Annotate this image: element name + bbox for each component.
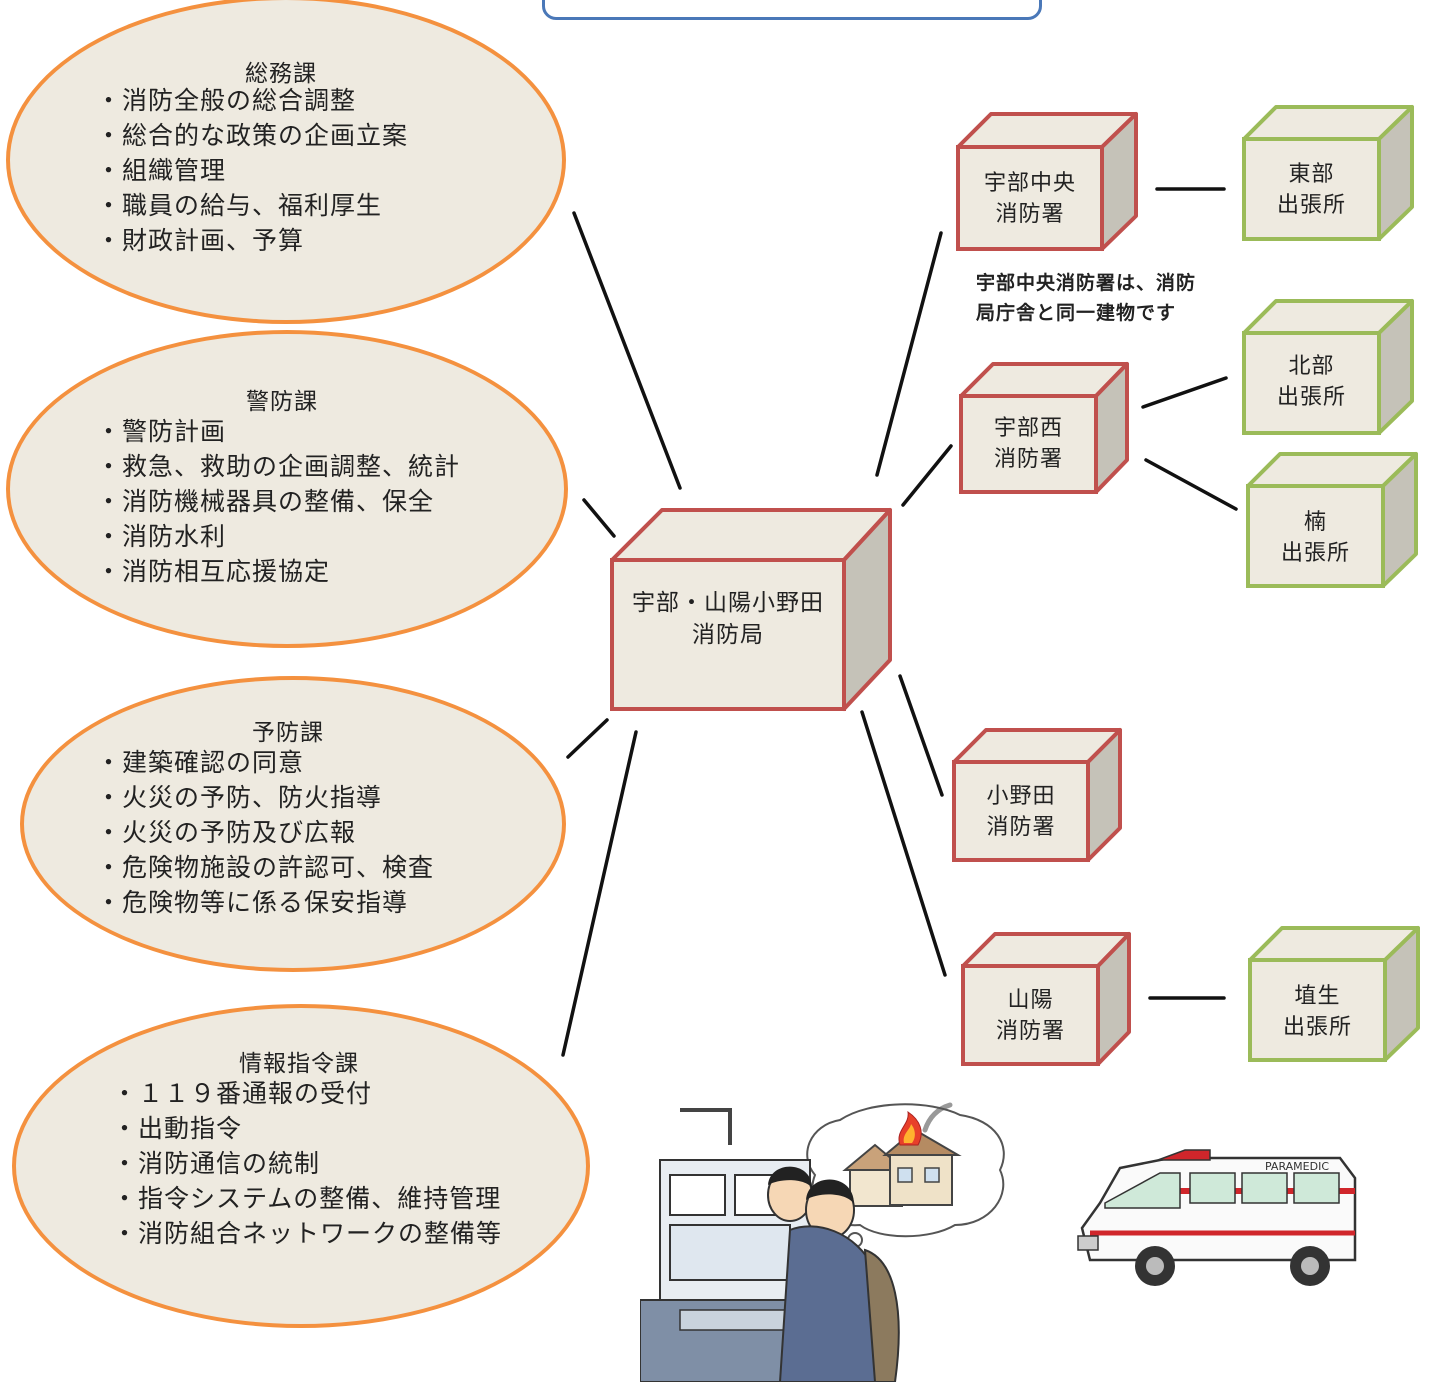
station-suffix: 消防署 [993, 447, 1063, 472]
section-title: 情報指令課 [239, 1051, 359, 1077]
title-box [542, 0, 1042, 20]
list-item: 組織管理 [96, 153, 408, 188]
section-items: 消防全般の総合調整 総合的な政策の企画立案 組織管理 職員の給与、福利厚生 財政… [96, 83, 408, 258]
section-soumu: 総務課 消防全般の総合調整 総合的な政策の企画立案 組織管理 職員の給与、福利厚… [6, 0, 566, 324]
branch-suffix: 出張所 [1276, 385, 1346, 410]
station-sanyo: 山陽 消防署 [960, 930, 1132, 1068]
cube-shape [610, 508, 892, 711]
station-label: 宇部中央 消防署 [958, 168, 1102, 230]
branch-name: 北部 [1288, 354, 1335, 379]
ambulance-label: PARAMEDIC [1265, 1160, 1329, 1173]
line-ube-nishi [901, 444, 953, 507]
list-item: 建築確認の同意 [96, 745, 434, 780]
section-items: １１９番通報の受付 出動指令 消防通信の統制 指令システムの整備、維持管理 消防… [112, 1076, 502, 1251]
cube-shape [961, 932, 1131, 1066]
branch-label: 埴生 出張所 [1250, 981, 1385, 1043]
list-item: 消防通信の統制 [112, 1146, 502, 1181]
line-yobou [566, 718, 609, 759]
branch-label: 北部 出張所 [1244, 351, 1379, 413]
cube-shape [1248, 926, 1420, 1062]
list-item: 危険物施設の許認可、検査 [96, 850, 434, 885]
list-item: 消防組合ネットワークの整備等 [112, 1216, 502, 1251]
section-items: 警防計画 救急、救助の企画調整、統計 消防機械器具の整備、保全 消防水利 消防相… [96, 414, 460, 589]
section-yobou: 予防課 建築確認の同意 火災の予防、防火指導 火災の予防及び広報 危険物施設の許… [20, 676, 566, 972]
branch-label: 楠 出張所 [1248, 507, 1383, 569]
station-suffix: 消防署 [995, 1019, 1065, 1044]
section-title: 警防課 [246, 389, 318, 415]
cube-shape [1246, 452, 1418, 588]
branch-hokubu: 北部 出張所 [1241, 298, 1415, 437]
line-ube-chuo [875, 231, 943, 477]
station-name: 山陽 [1007, 988, 1054, 1013]
section-shirei: 情報指令課 １１９番通報の受付 出動指令 消防通信の統制 指令システムの整備、維… [12, 1004, 590, 1328]
list-item: １１９番通報の受付 [112, 1076, 502, 1111]
list-item: 火災の予防及び広報 [96, 815, 434, 850]
cube-shape [1242, 105, 1414, 241]
section-items: 建築確認の同意 火災の予防、防火指導 火災の予防及び広報 危険物施設の許認可、検… [96, 745, 434, 920]
station-onoda: 小野田 消防署 [951, 726, 1123, 864]
branch-suffix: 出張所 [1282, 1015, 1352, 1040]
list-item: 財政計画、予算 [96, 223, 408, 258]
cube-shape [956, 112, 1138, 251]
headquarters-label: 宇部・山陽小野田 消防局 [612, 587, 844, 651]
station-label: 宇部西 消防署 [961, 413, 1096, 475]
note-text: 宇部中央消防署は、消防 局庁舎と同一建物です [976, 268, 1246, 328]
cube-shape [952, 728, 1122, 862]
note-line: 局庁舎と同一建物です [976, 302, 1177, 324]
branch-name: 東部 [1288, 162, 1335, 187]
line-kusunoki [1144, 458, 1238, 511]
line-onoda [898, 674, 944, 797]
section-keibou: 警防課 警防計画 救急、救助の企画調整、統計 消防機械器具の整備、保全 消防水利… [6, 330, 568, 648]
headquarters-suffix: 消防局 [692, 622, 764, 648]
list-item: 火災の予防、防火指導 [96, 780, 434, 815]
list-item: 指令システムの整備、維持管理 [112, 1181, 502, 1216]
station-ube-nishi: 宇部西 消防署 [958, 360, 1130, 496]
branch-tobu: 東部 出張所 [1241, 104, 1415, 243]
branch-kusunoki: 楠 出張所 [1245, 451, 1419, 590]
list-item: 職員の給与、福利厚生 [96, 188, 408, 223]
branch-suffix: 出張所 [1276, 193, 1346, 218]
cube-shape [1242, 299, 1414, 435]
list-item: 消防水利 [96, 519, 460, 554]
headquarters-box: 宇部・山陽小野田 消防局 [608, 505, 893, 713]
line-hokubu [1141, 376, 1228, 409]
note-line: 宇部中央消防署は、消防 [976, 272, 1197, 294]
station-name: 宇部西 [993, 416, 1063, 441]
cube-shape [959, 362, 1129, 494]
branch-haniu: 埴生 出張所 [1247, 925, 1421, 1064]
headquarters-name: 宇部・山陽小野田 [632, 590, 824, 616]
list-item: 危険物等に係る保安指導 [96, 885, 434, 920]
station-label: 小野田 消防署 [954, 781, 1088, 843]
list-item: 消防機械器具の整備、保全 [96, 484, 460, 519]
section-title: 予防課 [252, 720, 324, 746]
station-name: 宇部中央 [983, 171, 1076, 196]
branch-label: 東部 出張所 [1244, 159, 1379, 221]
station-suffix: 消防署 [986, 815, 1056, 840]
line-sanyo [860, 710, 947, 977]
list-item: 総合的な政策の企画立案 [96, 118, 408, 153]
branch-name: 楠 [1303, 510, 1327, 535]
list-item: 警防計画 [96, 414, 460, 449]
dispatch-illustration [640, 1102, 1005, 1382]
branch-suffix: 出張所 [1280, 541, 1350, 566]
line-soumu [572, 211, 682, 490]
list-item: 救急、救助の企画調整、統計 [96, 449, 460, 484]
station-ube-chuo: 宇部中央 消防署 [955, 110, 1139, 253]
branch-name: 埴生 [1294, 984, 1341, 1009]
station-name: 小野田 [986, 784, 1056, 809]
ambulance-illustration: PARAMEDIC [1077, 1149, 1357, 1286]
line-keibou [582, 498, 616, 538]
list-item: 消防相互応援協定 [96, 554, 460, 589]
list-item: 出動指令 [112, 1111, 502, 1146]
station-suffix: 消防署 [995, 202, 1065, 227]
line-shirei [561, 730, 638, 1057]
list-item: 消防全般の総合調整 [96, 83, 408, 118]
station-label: 山陽 消防署 [963, 985, 1098, 1047]
